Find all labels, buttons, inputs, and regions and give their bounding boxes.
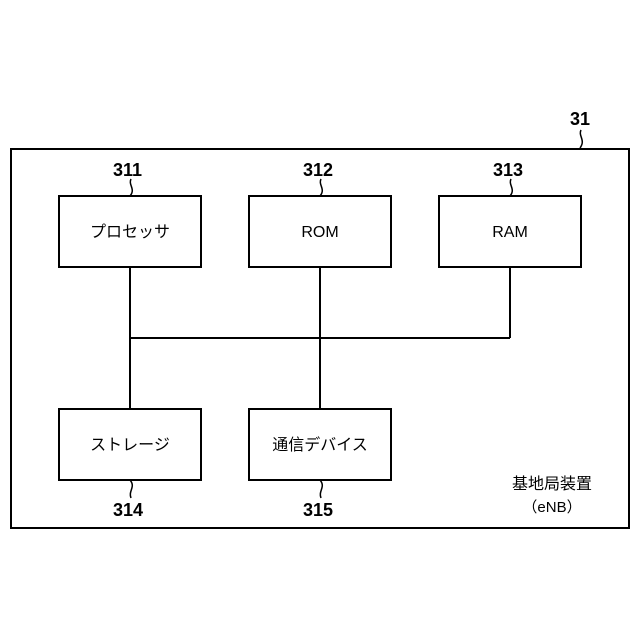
communication-device-label: 通信デバイス	[272, 435, 368, 454]
storage-ref-leader	[130, 480, 132, 498]
component-rom: 312 ROM	[249, 160, 391, 267]
bus-lines	[130, 267, 510, 409]
processor-ref-leader	[130, 179, 132, 196]
component-ram: 313 RAM	[439, 160, 581, 267]
rom-ref-number: 312	[303, 160, 333, 180]
component-communication-device: 通信デバイス 315	[249, 409, 391, 520]
device-ref-leader	[580, 130, 582, 148]
storage-label: ストレージ	[90, 435, 170, 454]
component-processor: 311 プロセッサ	[59, 160, 201, 267]
processor-label: プロセッサ	[90, 222, 170, 241]
ram-ref-number: 313	[493, 160, 523, 180]
communication-device-ref-number: 315	[303, 500, 333, 520]
storage-ref-number: 314	[113, 500, 143, 520]
device-ref-number: 31	[570, 109, 590, 129]
device-subtitle: （eNB）	[522, 499, 581, 516]
device-name: 基地局装置	[512, 474, 592, 493]
rom-label: ROM	[301, 224, 338, 241]
rom-ref-leader	[320, 179, 322, 196]
processor-ref-number: 311	[113, 160, 142, 180]
ram-label: RAM	[492, 224, 528, 241]
ram-ref-leader	[510, 179, 512, 196]
communication-device-ref-leader	[320, 480, 322, 498]
component-storage: ストレージ 314	[59, 409, 201, 520]
